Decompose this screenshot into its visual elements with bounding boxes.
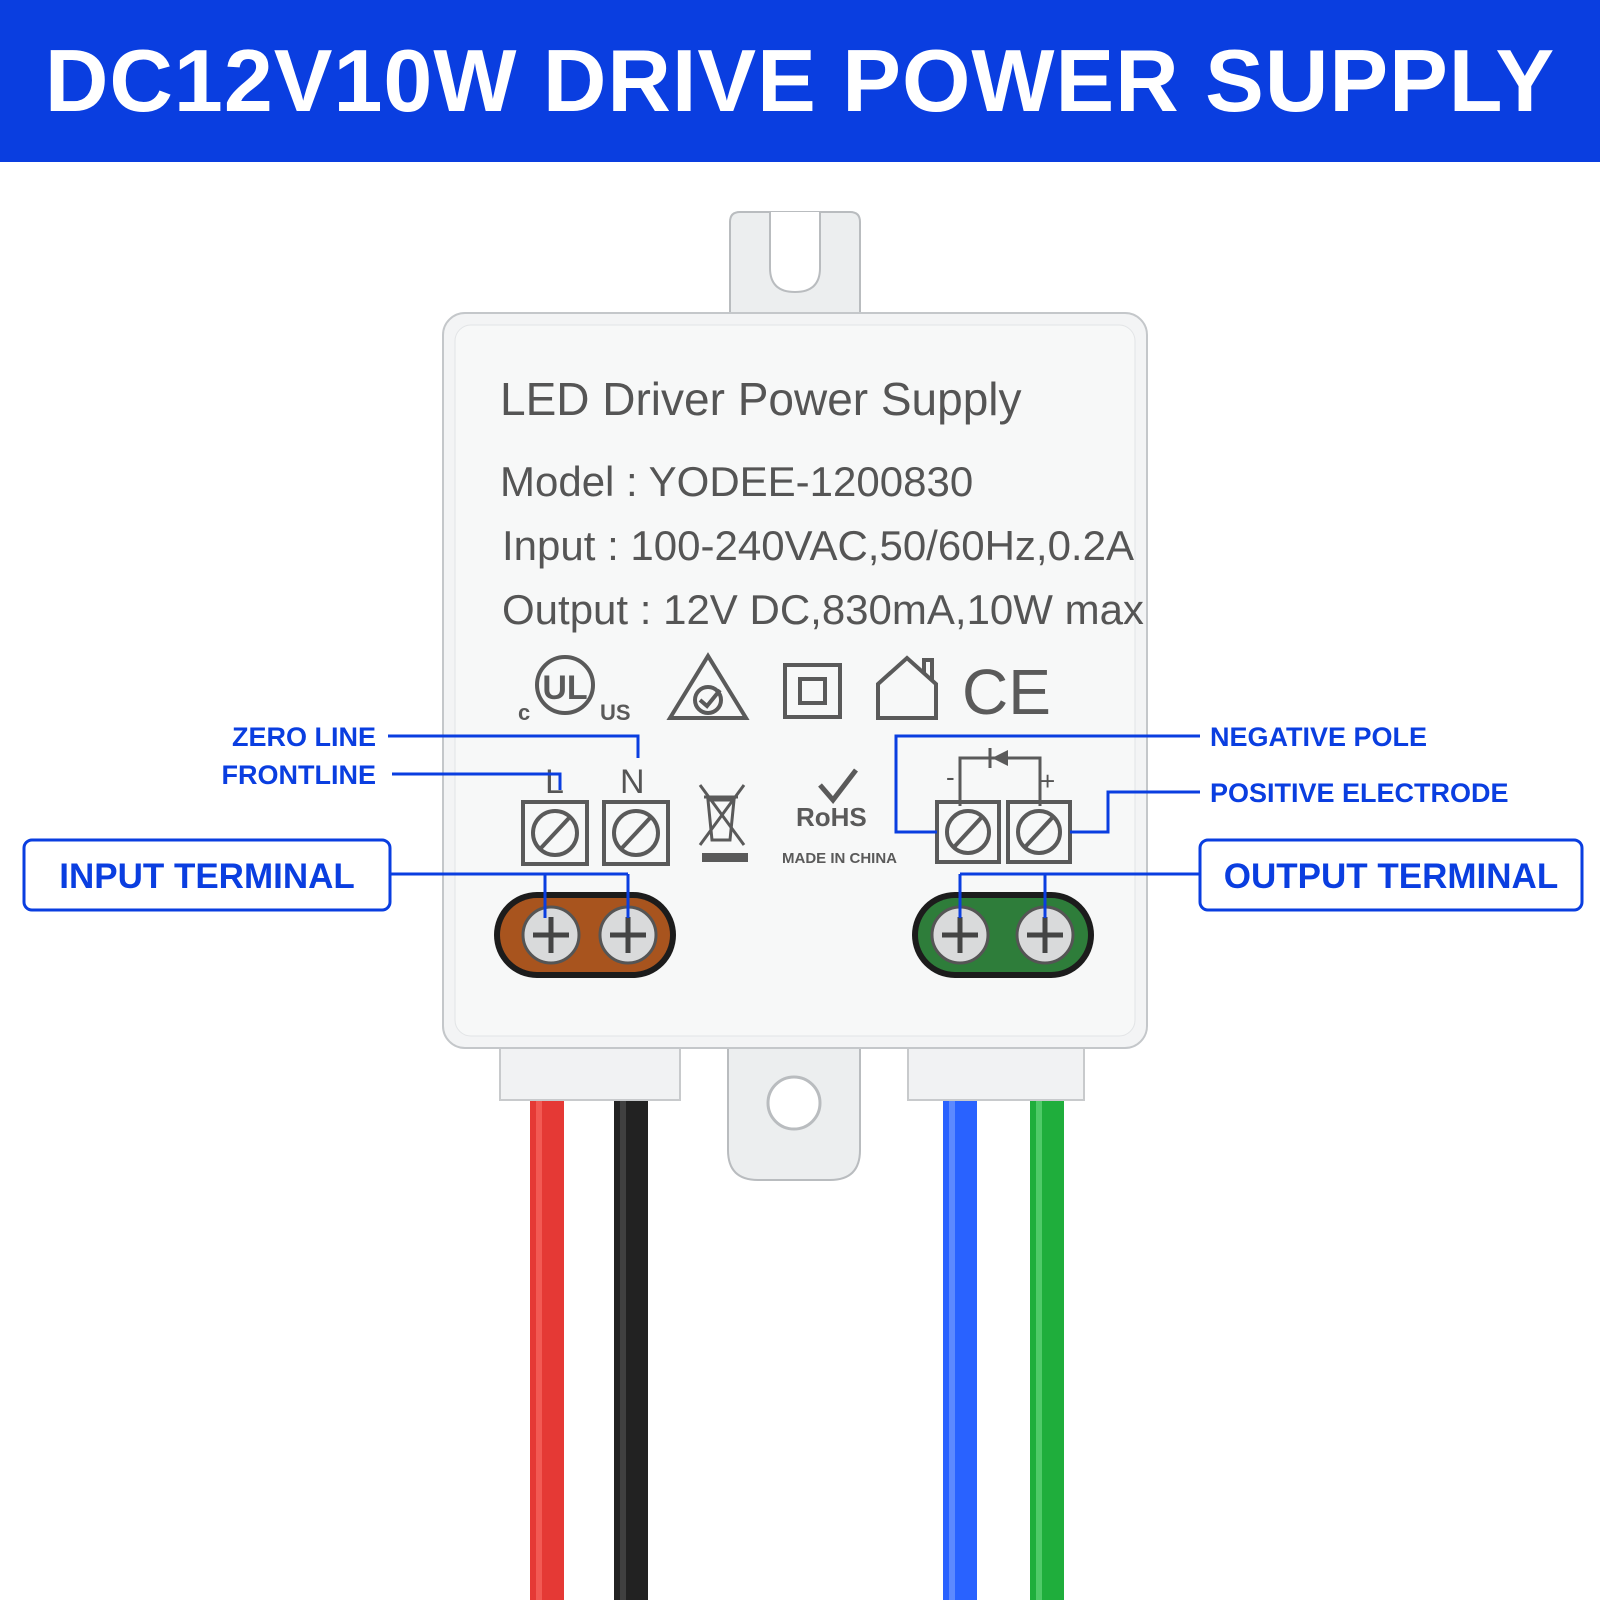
input-terminal-callout: INPUT TERMINAL [22, 838, 392, 912]
input-terminal-label: INPUT TERMINAL [59, 857, 355, 896]
output-terminal-block [912, 892, 1094, 978]
ul-certification-icon: UL c US [518, 655, 631, 725]
output-terminal-callout: OUTPUT TERMINAL [1198, 838, 1584, 912]
device-input-spec: Input : 100-240VAC,50/60Hz,0.2A [502, 522, 1134, 569]
terminal-minus-label: - [946, 762, 955, 792]
weee-bin-icon [698, 784, 748, 862]
ul-mark-text: UL [542, 669, 587, 707]
frontline-label: FRONTLINE [222, 760, 377, 790]
wire-green [1030, 1048, 1064, 1600]
ul-us-text: US [600, 700, 631, 725]
top-mounting-tab [729, 211, 861, 323]
input-screw-terminal-n [602, 800, 670, 866]
input-screw-terminal-l [521, 800, 589, 866]
device-model: Model : YODEE-1200830 [500, 458, 973, 505]
negative-pole-label: NEGATIVE POLE [1210, 722, 1427, 752]
wire-blue [943, 1048, 977, 1600]
double-insulation-icon [783, 663, 842, 719]
zero-line-leader [388, 734, 640, 758]
positive-electrode-leader [1070, 790, 1200, 834]
rohs-check-icon [818, 768, 858, 804]
driver-diagram: LED Driver Power Supply Model : YODEE-12… [22, 211, 1584, 1600]
rcm-triangle-icon [666, 652, 750, 720]
terminal-n-label: N [620, 763, 645, 801]
device-title: LED Driver Power Supply [500, 373, 1022, 425]
terminal-plus-label: + [1040, 766, 1055, 796]
wire-red [530, 1048, 564, 1600]
input-terminal-block [494, 892, 676, 978]
ce-mark-icon: CE [962, 656, 1051, 728]
diode-symbol-icon [958, 748, 1042, 806]
zero-line-label: ZERO LINE [232, 722, 376, 752]
device-output-spec: Output : 12V DC,830mA,10W max [502, 586, 1144, 633]
banner-title: DC12V10W DRIVE POWER SUPPLY [44, 31, 1556, 130]
rohs-text: RoHS [796, 802, 867, 832]
negative-pole-leader [894, 734, 1200, 834]
output-terminal-label: OUTPUT TERMINAL [1224, 857, 1558, 896]
ul-c-text: c [518, 700, 530, 725]
indoor-use-house-icon [876, 655, 938, 720]
frontline-leader [392, 772, 562, 790]
title-banner: DC12V10W DRIVE POWER SUPPLY [0, 0, 1600, 162]
callout-lines [388, 734, 1200, 918]
output-screw-terminal-minus [935, 800, 1001, 864]
positive-electrode-label: POSITIVE ELECTRODE [1210, 778, 1509, 808]
made-in-china-text: MADE IN CHINA [782, 850, 897, 867]
wire-black [614, 1048, 648, 1600]
bottom-mounting-tab [727, 1044, 861, 1181]
wires [530, 1048, 1064, 1600]
